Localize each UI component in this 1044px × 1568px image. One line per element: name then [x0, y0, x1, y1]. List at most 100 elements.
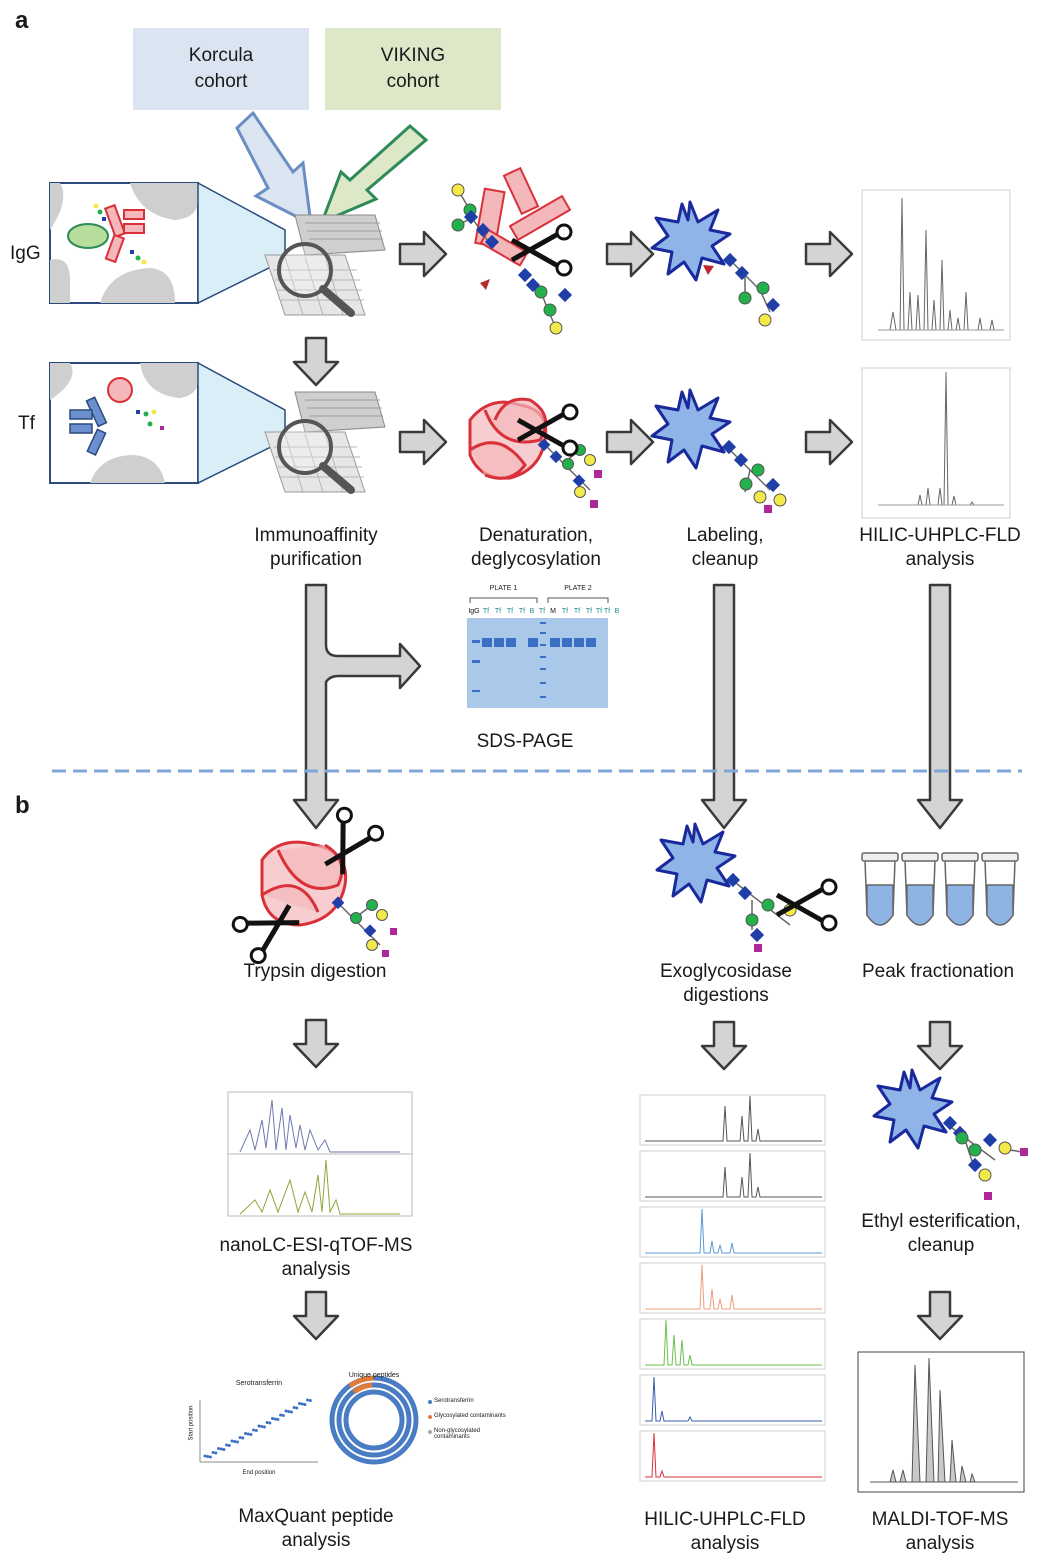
scatter-point — [292, 1406, 296, 1409]
scatter-point — [217, 1447, 220, 1450]
gel-plate1-label: PLATE 1 — [489, 585, 518, 592]
tf-deglycosylation-graphic — [468, 397, 602, 508]
chromatogram-trace — [645, 1432, 822, 1478]
scatter-point — [225, 1443, 229, 1447]
scatter-point — [265, 1421, 269, 1424]
panel-label-b: b — [15, 792, 30, 819]
scatter-point — [254, 1429, 258, 1432]
tf-plate-magnifier-icon — [265, 392, 385, 492]
flow-arrows-row-igg — [398, 230, 854, 278]
gel-lane-label: B — [530, 608, 535, 615]
donut-title: Unique peptides — [348, 1372, 400, 1379]
gel-lane-label: Tf — [495, 608, 501, 615]
scatter-point — [273, 1417, 277, 1421]
korcula-arrow — [235, 110, 313, 227]
scatter-point — [241, 1436, 245, 1440]
scatter-point — [249, 1433, 253, 1436]
chromatogram-trace — [645, 1152, 822, 1198]
immuno-down-bent-arrow — [292, 583, 422, 830]
step-maldi: MALDI-TOF-MS analysis — [871, 1509, 1009, 1554]
igg-cell-panel — [49, 182, 199, 304]
maxquant-plot-xlabel: End position — [242, 1470, 276, 1476]
serotransferrin-scatter-plot — [199, 1398, 318, 1463]
chromatogram-trace — [645, 1095, 822, 1142]
panel-label-a: a — [15, 7, 29, 34]
scatter-point — [295, 1406, 299, 1410]
donut-legend-0: Serotransferrin — [434, 1398, 474, 1404]
chromatogram-trace — [645, 1208, 822, 1254]
step-ethyl-esterification: Ethyl esterification, cleanup — [861, 1211, 1021, 1256]
scatter-point — [222, 1448, 226, 1451]
scatter-point — [260, 1425, 264, 1428]
sds-page-gel — [467, 597, 609, 708]
ethyl-esterified-glycan — [872, 1068, 1028, 1200]
scatter-point — [208, 1455, 212, 1459]
chromatogram-panel — [639, 1206, 826, 1258]
scatter-point — [235, 1440, 239, 1444]
scatter-point — [298, 1402, 301, 1405]
chromatogram-panel — [639, 1150, 826, 1202]
gel-lane-label: Tf — [483, 608, 489, 615]
scatter-point — [306, 1398, 310, 1402]
scatter-point — [284, 1409, 288, 1413]
gel-lane-label: Tf — [586, 608, 592, 615]
tf-labeled-glycan — [650, 388, 787, 513]
scatter-point — [214, 1451, 218, 1455]
scatter-point — [230, 1439, 234, 1443]
tf-cell-panel — [49, 362, 199, 484]
scatter-point — [271, 1417, 274, 1420]
trypsin-digestion-graphic — [231, 806, 397, 965]
chromatogram-trace — [645, 1264, 822, 1310]
gel-lane-label: IgG — [468, 608, 479, 615]
scatter-point — [203, 1454, 207, 1458]
fraction-tubes-graphic — [861, 852, 1019, 926]
korcula-cohort-box — [133, 28, 309, 110]
flow-arrows-row-tf — [398, 418, 854, 466]
chromatogram-panel — [639, 1262, 826, 1314]
step-immunoaffinity: Immunoaffinity purification — [254, 525, 378, 570]
step-nanolc: nanoLC-ESI-qTOF-MS analysis — [219, 1235, 413, 1280]
chromatogram-panel — [639, 1374, 826, 1426]
scatter-point — [252, 1428, 256, 1432]
viking-cohort-label: VIKING cohort — [380, 45, 446, 92]
scatter-point — [276, 1418, 280, 1421]
nanolc-spectra — [227, 1091, 413, 1217]
plate-down-arrow — [292, 336, 340, 387]
gel-lane-label: Tf — [596, 608, 602, 615]
tf-chromatogram — [861, 367, 1011, 519]
scatter-point — [206, 1455, 210, 1458]
igg-deglycosylation-graphic — [451, 166, 572, 335]
viking-cohort-box — [325, 28, 501, 110]
gel-lane-label: Tf — [562, 608, 568, 615]
gel-lane-label: Tf — [539, 608, 545, 615]
igg-labeled-glycan — [650, 200, 781, 327]
gel-lane-label: B — [615, 608, 620, 615]
gel-lane-label: Tf — [519, 608, 525, 615]
chromatogram-trace — [645, 1376, 822, 1422]
step-trypsin: Trypsin digestion — [243, 961, 387, 982]
row-label-igg: IgG — [10, 243, 41, 264]
gel-lane-label: Tf — [574, 608, 580, 615]
scatter-point — [308, 1399, 312, 1402]
scatter-point — [246, 1432, 250, 1436]
maxquant-plot-ylabel: Start position — [188, 1405, 195, 1441]
chromatogram-panel — [639, 1094, 826, 1146]
step-exoglycosidase: Exoglycosidase digestions — [659, 961, 793, 1006]
step-peak-fractionation: Peak fractionation — [861, 961, 1015, 982]
gel-lane-label: Tf — [507, 608, 513, 615]
gel-plate2-label: PLATE 2 — [564, 585, 592, 592]
scatter-point — [219, 1447, 223, 1451]
step-maxquant: MaxQuant peptide analysis — [238, 1506, 394, 1551]
scatter-point — [238, 1436, 242, 1439]
korcula-cohort-label: Korcula cohort — [188, 45, 254, 92]
igg-chromatogram — [861, 189, 1011, 341]
exoglycosidase-graphic — [655, 822, 836, 952]
gel-lane-label: M — [550, 608, 556, 615]
viking-arrow — [319, 123, 429, 225]
hilic-down-arrow — [916, 583, 964, 830]
scatter-point — [279, 1413, 283, 1417]
scatter-point — [268, 1421, 272, 1425]
scatter-point — [257, 1424, 261, 1428]
chromatogram-trace — [645, 1319, 822, 1366]
